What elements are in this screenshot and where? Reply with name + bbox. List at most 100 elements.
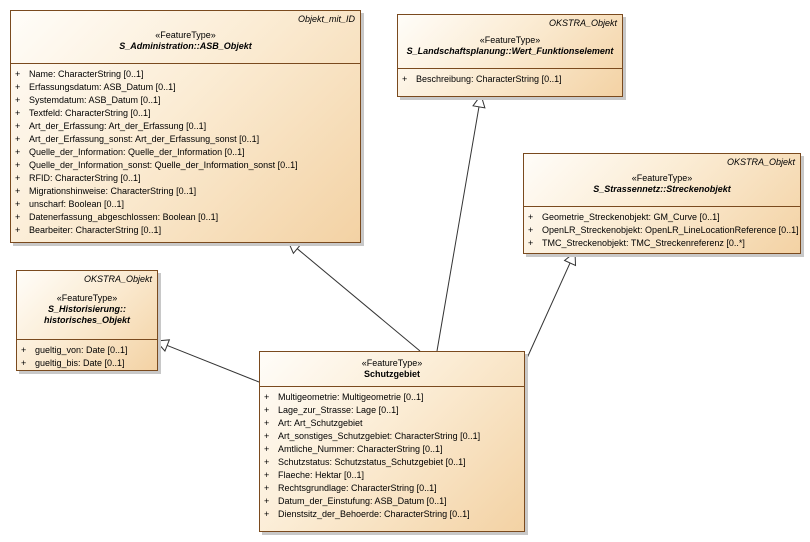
attribute-row[interactable]: + Quelle_der_Information: Quelle_der_Info… bbox=[11, 146, 360, 159]
attribute-text: Geometrie_Streckenobjekt: GM_Curve [0..1… bbox=[542, 212, 720, 222]
generalization-arrowhead bbox=[154, 339, 171, 352]
class-header: OKSTRA_Objekt«FeatureType»S_Strassennetz… bbox=[524, 154, 800, 207]
attribute-row[interactable]: + Beschreibung: CharacterString [0..1] bbox=[398, 73, 622, 86]
visibility-marker: + bbox=[21, 358, 27, 368]
attribute-row[interactable]: +Name: CharacterString [0..1] bbox=[11, 68, 360, 81]
class-header: OKSTRA_Objekt«FeatureType»S_Historisieru… bbox=[17, 271, 157, 340]
attribute-row[interactable]: +Datum_der_Einstufung: ASB_Datum [0..1] bbox=[260, 495, 524, 508]
attribute-row[interactable]: + TMC_Streckenobjekt: TMC_Streckenreferen… bbox=[524, 237, 800, 250]
visibility-marker: + bbox=[15, 160, 21, 170]
attribute-text: Quelle_der_Information: Quelle_der_Infor… bbox=[29, 147, 245, 157]
attribute-row[interactable]: + Geometrie_Streckenobjekt: GM_Curve [0..… bbox=[524, 211, 800, 224]
class-name: S_Landschaftsplanung::Wert_Funktionselem… bbox=[406, 45, 614, 56]
attribute-row[interactable]: +Migrationshinweise: CharacterString [0.… bbox=[11, 185, 360, 198]
visibility-marker: + bbox=[21, 345, 27, 355]
generalization-schutz-to-hist bbox=[154, 339, 260, 383]
parent-class-label: OKSTRA_Objekt bbox=[548, 18, 617, 28]
generalization-line bbox=[296, 248, 421, 352]
attribute-row[interactable]: + Amtliche_Nummer: CharacterString [0..1] bbox=[260, 443, 524, 456]
visibility-marker: + bbox=[264, 418, 270, 428]
attribute-row[interactable]: + Schutzstatus: Schutzstatus_Schutzgebiet… bbox=[260, 456, 524, 469]
attribute-row[interactable]: +Textfeld: CharacterString [0..1] bbox=[11, 107, 360, 120]
attribute-text: Flaeche: Hektar [0..1] bbox=[278, 470, 365, 480]
class-name: S_Strassennetz::Streckenobjekt bbox=[593, 184, 731, 194]
attribute-text: Dienstsitz_der_Behoerde: CharacterString… bbox=[278, 509, 470, 519]
attribute-text: gueltig_von: Date [0..1] bbox=[35, 345, 128, 355]
attribute-row[interactable]: +Datenerfassung_abgeschlossen: Boolean [… bbox=[11, 211, 360, 224]
class-header: Objekt_mit_ID«FeatureType»S_Administrati… bbox=[11, 11, 360, 64]
attribute-compartment: +Multigeometrie: Multigeometrie [0..1]+L… bbox=[260, 387, 524, 525]
visibility-marker: + bbox=[402, 74, 408, 84]
attribute-row[interactable]: + unscharf: Boolean [0..1] bbox=[11, 198, 360, 211]
attribute-text: Textfeld: CharacterString [0..1] bbox=[29, 108, 151, 118]
attribute-text: Art: Art_Schutzgebiet bbox=[278, 418, 363, 428]
class-asb[interactable]: Objekt_mit_ID«FeatureType»S_Administrati… bbox=[10, 10, 361, 243]
attribute-text: Datenerfassung_abgeschlossen: Boolean [0… bbox=[29, 212, 219, 222]
attribute-text: Beschreibung: CharacterString [0..1] bbox=[416, 74, 562, 84]
attribute-row[interactable]: + Art_sonstiges_Schutzgebiet: CharacterSt… bbox=[260, 430, 524, 443]
attribute-row[interactable]: + Dienstsitz_der_Behoerde: CharacterStrin… bbox=[260, 508, 524, 521]
class-schutz[interactable]: «FeatureType»Schutzgebiet+Multigeometrie… bbox=[259, 351, 525, 532]
attribute-text: Lage_zur_Strasse: Lage [0..1] bbox=[278, 405, 399, 415]
attribute-row[interactable]: +Art_der_Erfassung_sonst: Art_der_Erfass… bbox=[11, 133, 360, 146]
visibility-marker: + bbox=[528, 238, 534, 248]
generalization-schutz-to-wert bbox=[436, 93, 486, 352]
attribute-text: Systemdatum: ASB_Datum [0..1] bbox=[29, 95, 161, 105]
attribute-text: unscharf: Boolean [0..1] bbox=[29, 199, 125, 209]
visibility-marker: + bbox=[264, 444, 270, 454]
attribute-text: Schutzstatus: Schutzstatus_Schutzgebiet … bbox=[278, 457, 466, 467]
visibility-marker: + bbox=[15, 147, 21, 157]
visibility-marker: + bbox=[264, 496, 270, 506]
generalization-schutz-to-asb bbox=[287, 240, 421, 352]
class-name: historisches_Objekt bbox=[43, 314, 131, 325]
visibility-marker: + bbox=[15, 225, 21, 235]
attribute-text: TMC_Streckenobjekt: TMC_Streckenreferenz… bbox=[542, 238, 745, 248]
attribute-row[interactable]: +Bearbeiter: CharacterString [0..1] bbox=[11, 224, 360, 237]
visibility-marker: + bbox=[528, 212, 534, 222]
class-wert[interactable]: OKSTRA_Objekt«FeatureType»S_Landschaftsp… bbox=[397, 14, 623, 97]
visibility-marker: + bbox=[15, 134, 21, 144]
attribute-compartment: + gueltig_von: Date [0..1] + gueltig_bis: D… bbox=[17, 340, 157, 374]
attribute-text: Erfassungsdatum: ASB_Datum [0..1] bbox=[29, 82, 176, 92]
stereotype-label: «FeatureType» bbox=[155, 30, 216, 40]
visibility-marker: + bbox=[15, 199, 21, 209]
attribute-row[interactable]: + Erfassungsdatum: ASB_Datum [0..1] bbox=[11, 81, 360, 94]
visibility-marker: + bbox=[264, 392, 270, 402]
attribute-text: Art_sonstiges_Schutzgebiet: CharacterStr… bbox=[278, 431, 481, 441]
visibility-marker: + bbox=[15, 173, 21, 183]
visibility-marker: + bbox=[264, 405, 270, 415]
attribute-row[interactable]: + gueltig_von: Date [0..1] bbox=[17, 344, 157, 357]
attribute-row[interactable]: +OpenLR_Streckenobjekt: OpenLR_LineLocat… bbox=[524, 224, 800, 237]
attribute-row[interactable]: +Art_der_Erfassung: Art_der_Erfassung [0… bbox=[11, 120, 360, 133]
attribute-row[interactable]: + Systemdatum: ASB_Datum [0..1] bbox=[11, 94, 360, 107]
visibility-marker: + bbox=[264, 431, 270, 441]
attribute-row[interactable]: +Multigeometrie: Multigeometrie [0..1] bbox=[260, 391, 524, 404]
visibility-marker: + bbox=[15, 121, 21, 131]
class-name: S_Historisierung:: bbox=[47, 303, 126, 314]
attribute-row[interactable]: + gueltig_bis: Date [0..1] bbox=[17, 357, 157, 370]
attribute-text: gueltig_bis: Date [0..1] bbox=[35, 358, 125, 368]
attribute-text: OpenLR_Streckenobjekt: OpenLR_LineLocati… bbox=[542, 225, 799, 235]
visibility-marker: + bbox=[264, 509, 270, 519]
attribute-row[interactable]: +Flaeche: Hektar [0..1] bbox=[260, 469, 524, 482]
attribute-text: RFID: CharacterString [0..1] bbox=[29, 173, 141, 183]
class-name: Schutzgebiet bbox=[363, 369, 420, 379]
attribute-text: Amtliche_Nummer: CharacterString [0..1] bbox=[278, 444, 443, 454]
attribute-row[interactable]: + Art: Art_Schutzgebiet bbox=[260, 417, 524, 430]
attribute-row[interactable]: + RFID: CharacterString [0..1] bbox=[11, 172, 360, 185]
generalization-arrowhead bbox=[472, 93, 486, 109]
class-strecke[interactable]: OKSTRA_Objekt«FeatureType»S_Strassennetz… bbox=[523, 153, 801, 254]
visibility-marker: + bbox=[15, 186, 21, 196]
visibility-marker: + bbox=[15, 95, 21, 105]
attribute-compartment: + Geometrie_Streckenobjekt: GM_Curve [0..… bbox=[524, 207, 800, 254]
class-hist[interactable]: OKSTRA_Objekt«FeatureType»S_Historisieru… bbox=[16, 270, 158, 371]
generalization-schutz-to-strecke bbox=[522, 250, 577, 368]
attribute-text: Rechtsgrundlage: CharacterString [0..1] bbox=[278, 483, 437, 493]
visibility-marker: + bbox=[264, 457, 270, 467]
attribute-row[interactable]: + Lage_zur_Strasse: Lage [0..1] bbox=[260, 404, 524, 417]
attribute-row[interactable]: +Rechtsgrundlage: CharacterString [0..1] bbox=[260, 482, 524, 495]
generalization-line bbox=[436, 106, 480, 352]
visibility-marker: + bbox=[15, 82, 21, 92]
attribute-row[interactable]: +Quelle_der_Information_sonst: Quelle_de… bbox=[11, 159, 360, 172]
attribute-text: Name: CharacterString [0..1] bbox=[29, 69, 144, 79]
